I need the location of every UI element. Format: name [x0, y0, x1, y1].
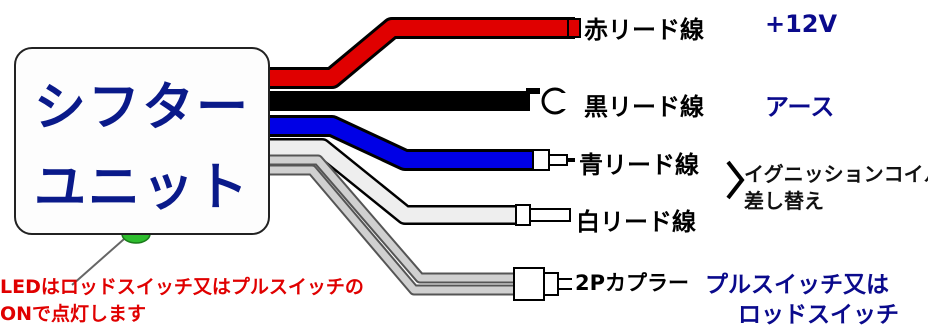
white-wire-label: 白リード線	[576, 208, 696, 236]
ignition-note-line1: イグニッションコイルと	[744, 162, 928, 186]
led-note-line1: LEDはロッドスイッチ又はプルスイッチの	[0, 276, 364, 298]
coupler-note-line1: プルスイッチ又は	[705, 272, 889, 298]
black-wire-label: 黒リード線	[584, 93, 704, 121]
coupler-note-line2: ロッドスイッチ	[738, 302, 899, 328]
red-terminal-icon	[567, 18, 581, 38]
led-leader-line	[71, 231, 133, 286]
unit-title-line1: シフター	[33, 78, 250, 138]
unit-title-line2: ユニット	[33, 158, 250, 218]
black-wire-function: アース	[765, 93, 835, 121]
bullet-terminal-icon	[532, 149, 575, 171]
coupler-label: 2Pカプラー	[575, 271, 690, 295]
red-wire-label: 赤リード線	[584, 16, 704, 44]
blue-wire-label: 青リード線	[579, 151, 699, 179]
led-note-line2: ONで点灯します	[0, 303, 147, 325]
ignition-note-line2: 差し替え	[744, 189, 824, 213]
ring-terminal-icon	[526, 87, 573, 115]
red-wire-function: +12V	[765, 10, 838, 38]
coupler-connector-icon	[513, 267, 572, 301]
brace-icon	[726, 160, 745, 200]
shifter-unit-box: シフター ユニット	[14, 47, 270, 235]
spade-terminal-icon	[515, 204, 571, 226]
